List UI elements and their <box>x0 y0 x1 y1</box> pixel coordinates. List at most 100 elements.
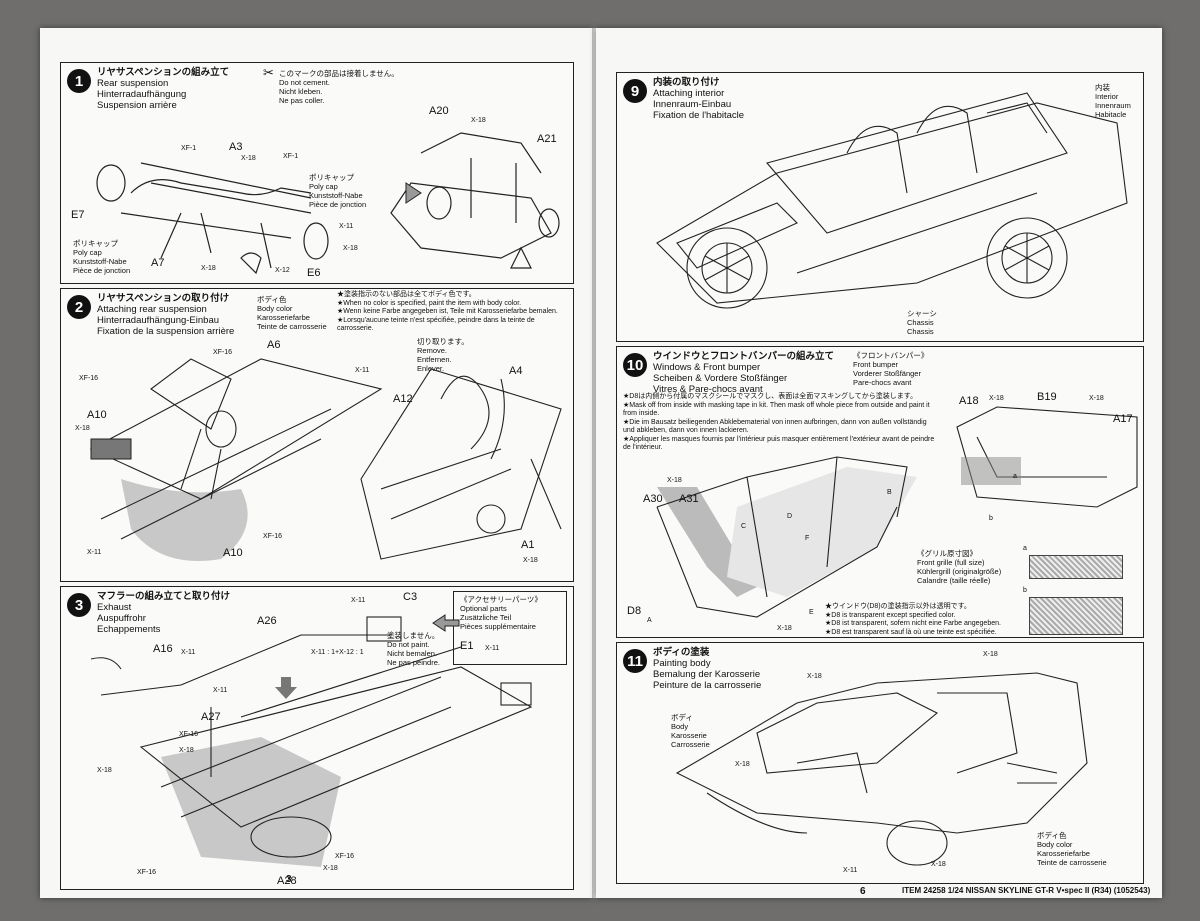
window-letter-c: C <box>741 523 747 530</box>
window-letter-a: A <box>647 617 652 624</box>
part-a7: A7 <box>151 257 165 269</box>
part-x18-3: X-18 <box>667 477 682 484</box>
part-x11-3: X-11 <box>213 687 228 694</box>
window-letter-f: F <box>805 535 810 542</box>
step-10-number: 10 <box>623 353 647 377</box>
part-a6: A6 <box>267 339 281 351</box>
part-e1: E1 <box>460 640 474 652</box>
part-a28: A28 <box>277 875 297 887</box>
bumper-letter-a: a <box>1013 473 1017 480</box>
body-color-instructions: ★塗装指示のない部品は全てボディ色です。★When no color is sp… <box>337 291 558 332</box>
windows-bumper-drawing <box>656 406 1138 618</box>
part-a10-2: A10 <box>223 547 243 559</box>
part-xf16-2: XF-16 <box>137 869 157 876</box>
part-x11: X-11 <box>843 867 858 874</box>
page-number-left: 3 <box>286 874 292 885</box>
part-x11-2: X-11 <box>355 367 370 374</box>
part-xf16: XF-16 <box>179 731 199 738</box>
part-a3: A3 <box>229 141 243 153</box>
part-a12: A12 <box>393 393 413 405</box>
no-cement-legend: ✂ このマークの部品は接着しません。Do not cement.Nicht kl… <box>263 65 399 105</box>
grille-pattern-a <box>1029 555 1123 579</box>
part-x18-3: X-18 <box>735 761 750 768</box>
part-a31: A31 <box>679 493 699 505</box>
part-xf16-3: XF-16 <box>263 533 283 540</box>
step-9-number: 9 <box>623 79 647 103</box>
part-a18: A18 <box>959 395 979 407</box>
paint-mix: X-11 : 1+X-12 : 1 <box>311 649 364 656</box>
part-x18-4: X-18 <box>777 625 792 632</box>
part-x18: X-18 <box>983 651 998 658</box>
part-a16: A16 <box>153 643 173 655</box>
part-a10: A10 <box>87 409 107 421</box>
grille-pattern-b <box>1029 597 1123 635</box>
exhaust-drawing <box>90 614 533 867</box>
part-x18: X-18 <box>179 747 194 754</box>
rear-suspension-exploded-drawing <box>96 132 560 275</box>
part-x18: X-18 <box>75 425 90 432</box>
grille-header: 《グリル原寸図》Front grille (full size)Kühlergr… <box>917 549 1002 585</box>
bumper-letter-b: b <box>989 515 993 522</box>
part-xf16-2: XF-16 <box>79 375 99 382</box>
part-x11-2: X-11 <box>181 649 196 656</box>
part-d8: D8 <box>627 605 642 617</box>
part-a17: A17 <box>1113 413 1133 425</box>
part-e7: E7 <box>71 209 85 221</box>
part-x11: X-11 <box>339 223 354 230</box>
car-body-drawing <box>675 672 1088 866</box>
part-xf1: XF-1 <box>181 145 197 152</box>
part-x18-3: X-18 <box>323 865 338 872</box>
chassis-rear-drawing <box>89 358 562 561</box>
step-2-number: 2 <box>67 295 91 319</box>
part-e6: E6 <box>307 267 321 279</box>
item-footer: ITEM 24258 1/24 NISSAN SKYLINE GT-R V•sp… <box>902 886 1151 895</box>
remove-note: 切り取ります。Remove.Entfernen.Enlever. <box>417 337 469 373</box>
part-x18-2: X-18 <box>523 557 538 564</box>
interior-chassis-drawing <box>656 92 1128 309</box>
part-a26: A26 <box>257 615 277 627</box>
no-cement-icon: ✂ <box>263 65 274 80</box>
part-x18-2: X-18 <box>201 265 216 272</box>
grille-letter-b: b <box>1023 587 1027 594</box>
part-a30: A30 <box>643 493 663 505</box>
part-a27: A27 <box>201 711 221 723</box>
part-a4: A4 <box>509 365 523 377</box>
part-a21: A21 <box>537 133 557 145</box>
page-number-right: 6 <box>860 886 866 897</box>
part-x18-2: X-18 <box>97 767 112 774</box>
part-x18-3: X-18 <box>343 245 358 252</box>
part-xf1-2: XF-1 <box>283 153 299 160</box>
part-xf16-3: XF-16 <box>335 853 355 860</box>
part-x18-4: X-18 <box>471 117 486 124</box>
part-x18: X-18 <box>241 155 256 162</box>
part-x11-4: X-11 <box>485 645 500 652</box>
window-letter-d: D <box>787 513 793 520</box>
part-x18-2: X-18 <box>1089 395 1104 402</box>
step-11-number: 11 <box>623 649 647 673</box>
part-x11: X-11 <box>87 549 102 556</box>
grille-letter-a: a <box>1023 545 1027 552</box>
part-xf16: XF-16 <box>213 349 233 356</box>
part-x12: X-12 <box>275 267 290 274</box>
step-1-number: 1 <box>67 69 91 93</box>
